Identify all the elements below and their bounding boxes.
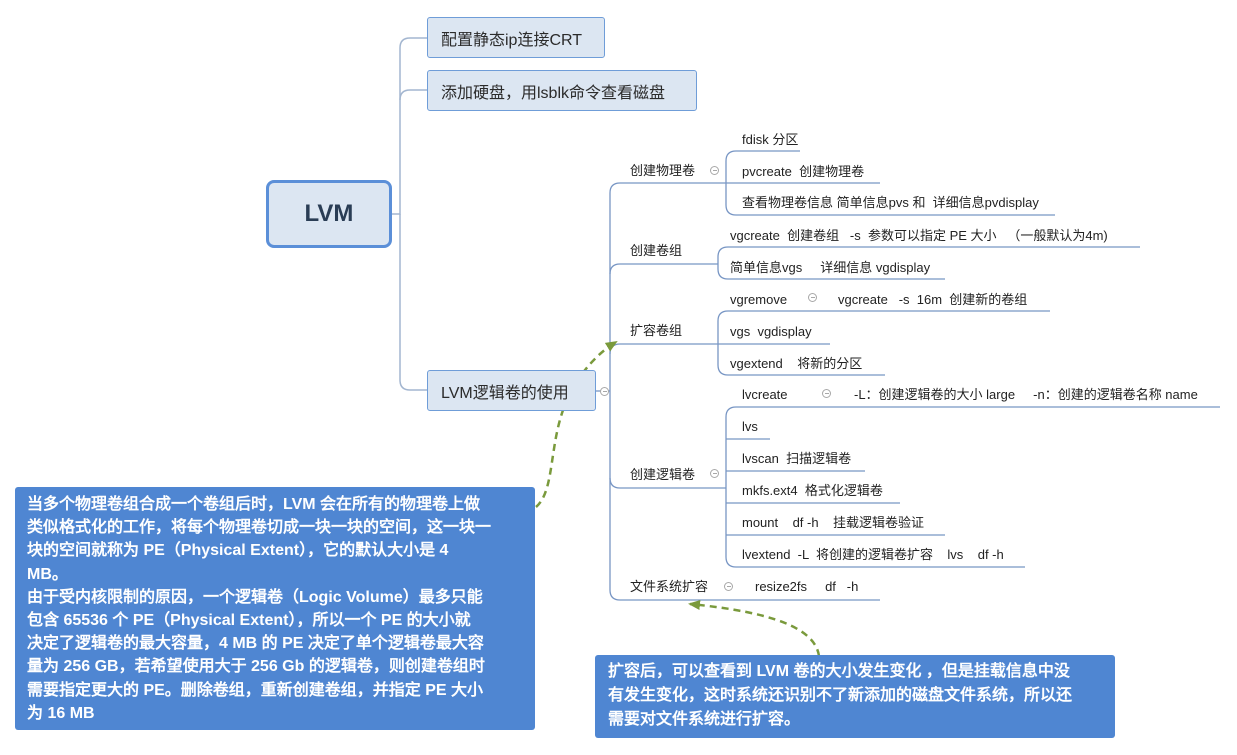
callout-line: 有发生变化，这时系统还识别不了新添加的磁盘文件系统，所以还 <box>608 687 1073 704</box>
callout-line: 类似格式化的工作，将每个物理卷切成一块一块的空间，这一块一 <box>27 519 492 537</box>
topic-label: 配置静态ip连接CRT <box>441 31 583 49</box>
branch-line-to-create-pv <box>609 182 726 391</box>
callout-line: 当多个物理卷组合成一个卷组后时，LVM 会在所有的物理卷上做 <box>27 496 481 513</box>
leaf-resize2fs[interactable]: resize2fs df -h <box>755 579 859 594</box>
leaf-lvs[interactable]: lvs <box>742 419 758 434</box>
callout-fs-extend-note[interactable]: 扩容后，可以查看到 LVM 卷的大小发生变化 ，但是挂载信息中没 有发生变化，这… <box>595 655 1115 738</box>
leaf-lines-create-vg <box>717 246 1140 280</box>
leaf-fdisk[interactable]: fdisk 分区 <box>742 132 799 147</box>
subtopic-create-vg[interactable]: 创建卷组 <box>630 243 683 258</box>
leaf-vgs-vgdisplay[interactable]: vgs vgdisplay <box>730 324 812 339</box>
callout-pe-explanation[interactable]: 当多个物理卷组合成一个卷组后时，LVM 会在所有的物理卷上做 类似格式化的工作，… <box>15 487 535 730</box>
callout-line: 扩容后，可以查看到 LVM 卷的大小发生变化 ，但是挂载信息中没 <box>608 663 1070 680</box>
leaf-lvcreate-options[interactable]: -L：创建逻辑卷的大小 large -n：创建的逻辑卷名称 name <box>854 387 1198 402</box>
leaf-mkfs[interactable]: mkfs.ext4 格式化逻辑卷 <box>742 483 883 498</box>
branch-line-to-extend-vg <box>609 343 718 355</box>
callout-line: 包含 65536 个 PE（Physical Extent），所以一个 PE 的… <box>27 612 471 630</box>
callout-line: 量为 256 GB，若希望使用大于 256 Gb 的逻辑卷，则创建卷组时 <box>27 658 485 676</box>
topic-static-ip-crt[interactable]: 配置静态ip连接CRT <box>427 17 605 58</box>
relationship-arrow-pe-note <box>535 340 618 508</box>
root-topic-label: LVM <box>304 200 354 227</box>
leaf-mount[interactable]: mount df -h 挂载逻辑卷验证 <box>742 515 925 530</box>
topic-add-disk-lsblk[interactable]: 添加硬盘，用lsblk命令查看磁盘 <box>427 70 697 111</box>
leaf-pv-info[interactable]: 查看物理卷信息 简单信息pvs 和 详细信息pvdisplay <box>742 195 1039 210</box>
lvm-usage-collapse-icon[interactable] <box>600 387 609 396</box>
leaf-lines-create-pv <box>725 150 1055 216</box>
branch-line-to-create-vg <box>609 263 718 275</box>
lvcreate-collapse-icon[interactable] <box>822 389 831 398</box>
leaf-lvextend[interactable]: lvextend -L 将创建的逻辑卷扩容 lvs df -h <box>742 547 1004 562</box>
topic-lvm-usage[interactable]: LVM逻辑卷的使用 <box>427 370 596 411</box>
branch-line-to-fs-extend <box>609 478 745 601</box>
callout-line: 为 16 MB <box>27 704 95 722</box>
topic-label: 添加硬盘，用lsblk命令查看磁盘 <box>441 84 666 102</box>
root-topic-lvm[interactable]: LVM <box>266 180 392 248</box>
subtopic-create-lv[interactable]: 创建逻辑卷 <box>630 467 696 482</box>
leaf-lvscan[interactable]: lvscan 扫描逻辑卷 <box>742 451 852 466</box>
subtopic-extend-vg[interactable]: 扩容卷组 <box>630 323 683 338</box>
leaf-vg-info[interactable]: 简单信息vgs 详细信息 vgdisplay <box>730 260 931 275</box>
leaf-vgextend[interactable]: vgextend 将新的分区 <box>730 356 863 371</box>
branch-line-root-to-lvm-usage <box>399 214 427 391</box>
branch-line-root-to-static-ip <box>392 37 427 215</box>
leaf-lines-create-lv <box>725 406 1220 568</box>
topic-label: LVM逻辑卷的使用 <box>441 384 569 402</box>
callout-line: 需要指定更大的 PE。删除卷组，重新创建卷组，并指定 PE 大小 <box>27 681 484 699</box>
callout-line: 需要对文件系统进行扩容。 <box>608 711 801 728</box>
vgremove-collapse-icon[interactable] <box>808 293 817 302</box>
leaf-vgcreate[interactable]: vgcreate 创建卷组 -s 参数可以指定 PE 大小 （一般默认为4m) <box>730 228 1108 243</box>
leaf-pvcreate[interactable]: pvcreate 创建物理卷 <box>742 164 865 179</box>
leaf-vgremove[interactable]: vgremove <box>730 292 788 307</box>
relationship-arrow-fs-note <box>688 599 821 657</box>
callout-line: MB。 <box>27 565 68 583</box>
leaf-vgcreate-16m[interactable]: vgcreate -s 16m 创建新的卷组 <box>838 292 1028 307</box>
callout-line: 决定了逻辑卷的最大容量，4 MB 的 PE 决定了单个逻辑卷最大容 <box>27 635 484 653</box>
leaf-lines-extend-vg <box>717 310 1050 376</box>
subtopic-fs-extend[interactable]: 文件系统扩容 <box>630 579 709 594</box>
subtopic-create-pv[interactable]: 创建物理卷 <box>630 163 696 178</box>
create-pv-collapse-icon[interactable] <box>710 166 719 175</box>
create-lv-collapse-icon[interactable] <box>710 469 719 478</box>
leaf-lvcreate[interactable]: lvcreate <box>742 387 788 402</box>
branch-line-root-to-add-disk <box>399 89 427 101</box>
callout-line: 由于受内核限制的原因，一个逻辑卷（Logic Volume）最多只能 <box>27 588 483 606</box>
callout-line: 块的空间就称为 PE（Physical Extent），它的默认大小是 4 <box>27 542 449 560</box>
fs-extend-collapse-icon[interactable] <box>724 582 733 591</box>
